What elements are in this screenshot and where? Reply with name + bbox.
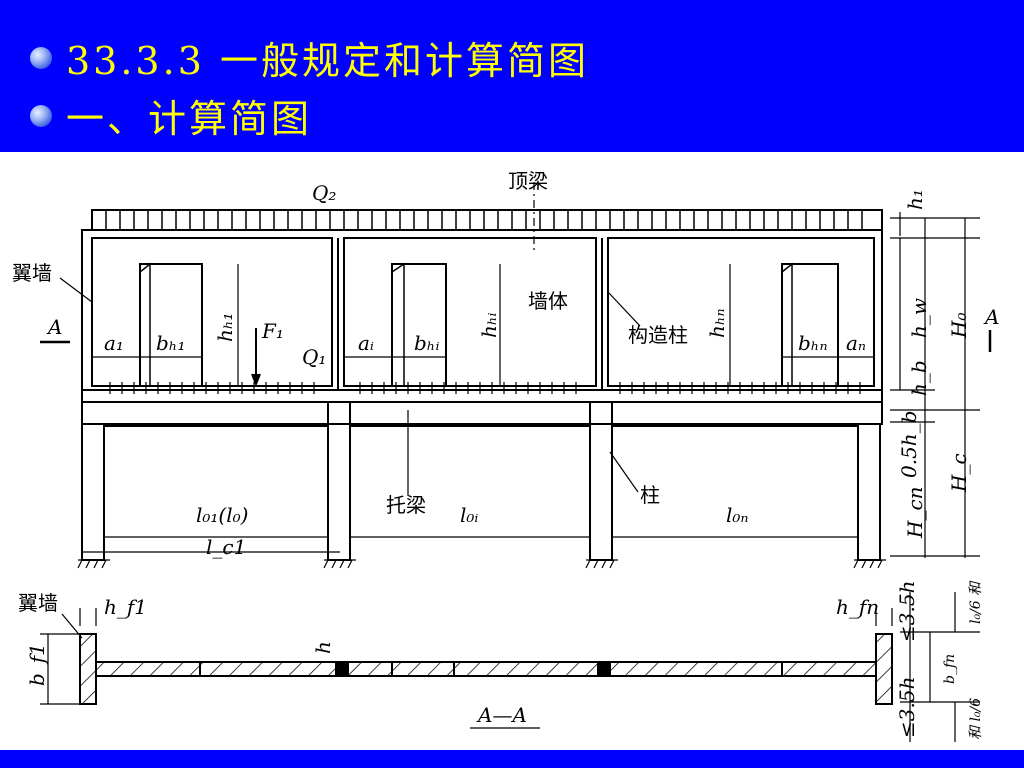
label-l0n: l₀ₙ bbox=[726, 503, 749, 527]
wall-bay-3 bbox=[607, 237, 875, 387]
label-hhn: hₕₙ bbox=[705, 308, 729, 338]
label-wing-wall-plan: 翼墙 bbox=[18, 591, 58, 615]
label-l0-6-top: l₀/6 和 bbox=[968, 580, 984, 624]
title-banner: 33.3.3 一般规定和计算简图 一、计算简图 bbox=[0, 0, 1024, 152]
label-hf1: h_f1 bbox=[104, 595, 147, 619]
label-bhi: bₕᵢ bbox=[414, 331, 439, 355]
label-column: 柱 bbox=[640, 483, 660, 507]
label-H0: H₀ bbox=[947, 313, 971, 339]
label-le35h-bot: ≤3.5h bbox=[895, 677, 919, 738]
column-section-2 bbox=[597, 661, 611, 677]
label-lc1: l_c1 bbox=[206, 535, 246, 559]
wing-wall-right bbox=[875, 633, 893, 705]
label-hw: h_w bbox=[907, 298, 931, 338]
wall-bay-1 bbox=[91, 237, 333, 387]
label-l0-6-bot: 和 l₀/6 bbox=[968, 698, 984, 740]
label-Hc: H_c bbox=[947, 453, 971, 493]
column-4 bbox=[857, 423, 881, 561]
label-wing-wall: 翼墙 bbox=[12, 261, 52, 285]
column-3 bbox=[589, 401, 613, 561]
wall-bay-2 bbox=[343, 237, 597, 387]
label-bh1: bₕ₁ bbox=[156, 331, 185, 355]
label-bf1: b_f1 bbox=[25, 643, 49, 686]
column-2 bbox=[327, 401, 351, 561]
label-constructional-column: 构造柱 bbox=[628, 323, 688, 347]
wing-wall-left bbox=[79, 633, 97, 705]
label-section-A-right: A bbox=[983, 305, 999, 329]
label-F1: F₁ bbox=[261, 319, 284, 343]
label-Hcn: H_cn bbox=[903, 486, 927, 539]
bullet-line-1: 33.3.3 一般规定和计算简图 bbox=[30, 30, 589, 85]
column-section-1 bbox=[335, 661, 349, 677]
label-h1: h₁ bbox=[903, 189, 927, 210]
wall-section bbox=[95, 661, 877, 677]
bullet-icon bbox=[30, 104, 52, 127]
label-section-A-left: A bbox=[46, 315, 62, 339]
label-hh1: hₕ₁ bbox=[213, 312, 237, 342]
structure-diagram: Q₂ 顶梁 翼墙 A a₁ bₕ₁ hₕ₁ F₁ Q₁ aᵢ bₕᵢ hₕᵢ 墙… bbox=[12, 169, 999, 742]
support-beam-top bbox=[81, 389, 883, 403]
label-section-AA: A—A bbox=[476, 703, 527, 727]
bullet-icon bbox=[30, 46, 52, 69]
label-support-beam: 托梁 bbox=[386, 493, 426, 517]
label-hhi: hₕᵢ bbox=[477, 312, 501, 338]
label-bhn: bₕₙ bbox=[798, 331, 828, 355]
label-a1: a₁ bbox=[104, 331, 124, 355]
label-top-beam: 顶梁 bbox=[508, 169, 548, 193]
label-hb: h_b bbox=[907, 360, 931, 396]
label-l0i: l₀ᵢ bbox=[460, 503, 478, 527]
label-wall-body: 墙体 bbox=[528, 289, 568, 313]
heading-line-1: 33.3.3 一般规定和计算简图 bbox=[66, 39, 589, 83]
label-l01: l₀₁(l₀) bbox=[196, 503, 248, 527]
support-beam bbox=[81, 401, 883, 425]
label-ai: aᵢ bbox=[358, 331, 374, 355]
label-an: aₙ bbox=[846, 331, 866, 355]
label-h: h bbox=[311, 641, 335, 654]
footer-bar bbox=[0, 750, 1024, 768]
bullet-line-2: 一、计算简图 bbox=[30, 88, 312, 143]
column-1 bbox=[81, 423, 105, 561]
opening-i bbox=[391, 263, 447, 387]
label-bfn: b_fn bbox=[942, 654, 958, 684]
label-Q1: Q₁ bbox=[302, 345, 326, 369]
label-Q2: Q₂ bbox=[312, 181, 336, 205]
opening-n bbox=[781, 263, 839, 387]
label-le35h-top: ≤3.5h bbox=[895, 581, 919, 642]
label-half-hb: 0.5h_b bbox=[897, 411, 921, 479]
heading-line-2: 一、计算简图 bbox=[66, 97, 313, 141]
label-hfn: h_fn bbox=[836, 595, 879, 619]
opening-1 bbox=[139, 263, 203, 387]
